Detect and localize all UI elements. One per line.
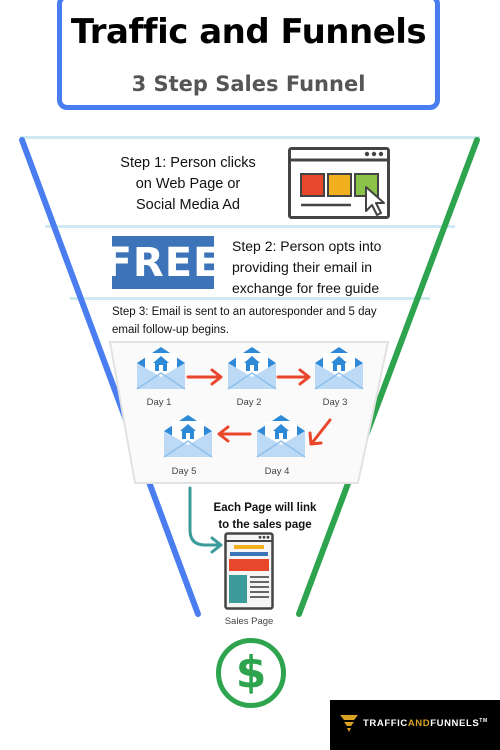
header-box	[57, 0, 440, 110]
email-envelope-icon	[227, 347, 277, 390]
dollar-symbol: $	[235, 647, 267, 698]
traffic-funnels-logo-icon	[340, 715, 358, 732]
page-subtitle: 3 Step Sales Funnel	[131, 72, 366, 96]
step1-top-divider	[20, 136, 480, 139]
day-label-3: Day 3	[322, 397, 348, 408]
arrow-to-sales-page	[188, 486, 223, 554]
funnel-right-edge	[296, 137, 480, 617]
sales-link-note: Each Page will link to the sales page	[190, 500, 340, 534]
arrow-day4-day5	[217, 425, 252, 443]
step3-line1: Step 3: Email is sent to an autoresponde…	[112, 306, 377, 318]
step1-line3: Social Media Ad	[136, 197, 240, 213]
arrow-day1-day2	[186, 368, 223, 386]
logo-word-and: AND	[407, 718, 431, 730]
step1-line2: on Web Page or	[135, 176, 241, 192]
free-badge-text: FREE	[104, 239, 222, 286]
sales-page-label: Sales Page	[224, 616, 274, 627]
step2-line1: Step 2: Person opts into	[232, 238, 382, 254]
step3-line2: email follow-up begins.	[112, 324, 229, 336]
step2-line2: providing their email in	[232, 259, 373, 275]
logo-wordmark: TRAFFICANDFUNNELSTM	[363, 718, 488, 729]
arrow-day2-day3	[276, 368, 311, 386]
cursor-icon	[365, 186, 385, 216]
step2-bottom-divider	[70, 297, 430, 300]
email-envelope-icon	[314, 347, 364, 390]
email-envelope-icon	[256, 415, 306, 458]
step2-text: Step 2: Person opts into providing their…	[232, 236, 422, 299]
browser-window-icon	[288, 147, 390, 219]
logo-banner	[330, 700, 500, 750]
sales-link-note-line2: to the sales page	[218, 519, 312, 531]
page-title: Traffic and Funnels	[70, 12, 427, 52]
logo-trademark: TM	[479, 718, 488, 724]
step1-bottom-divider	[45, 225, 455, 228]
day-label-1: Day 1	[146, 397, 172, 408]
email-envelope-icon	[136, 347, 186, 390]
sales-link-note-line1: Each Page will link	[213, 502, 317, 514]
arrow-day3-day4	[308, 418, 332, 446]
step1-text: Step 1: Person clicks on Web Page or Soc…	[88, 153, 288, 216]
step3-text: Step 3: Email is sent to an autoresponde…	[112, 303, 412, 339]
logo-word-funnels: FUNNELS	[430, 718, 480, 730]
step1-line1: Step 1: Person clicks	[120, 155, 256, 171]
email-envelope-icon	[163, 415, 213, 458]
day-label-2: Day 2	[236, 397, 262, 408]
step2-line3: exchange for free guide	[232, 280, 380, 296]
day-label-5: Day 5	[171, 466, 197, 477]
dollar-circle-icon: $	[216, 638, 286, 708]
funnel-left-edge	[19, 137, 201, 617]
logo-word-traffic: TRAFFIC	[363, 718, 408, 730]
free-badge: FREE	[105, 236, 220, 289]
sales-page-icon	[224, 532, 274, 610]
day-label-4: Day 4	[264, 466, 290, 477]
